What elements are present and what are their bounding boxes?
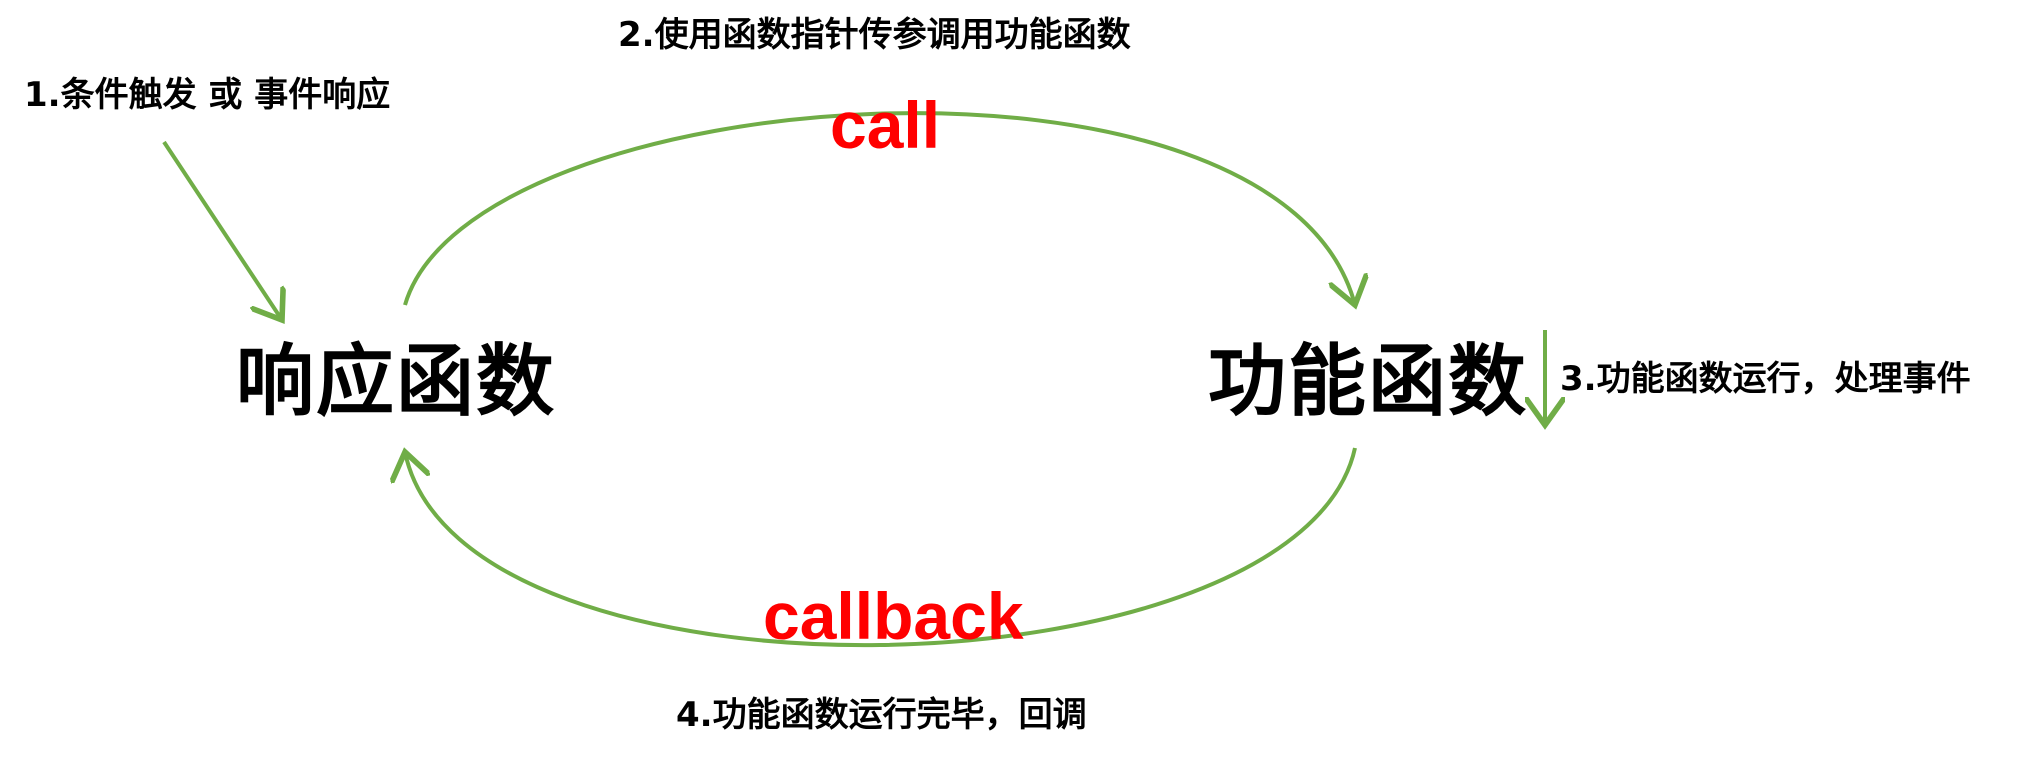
step-callback-label: 4.功能函数运行完毕，回调 <box>676 695 1087 735</box>
callback-arc <box>405 448 1357 647</box>
step-trigger-label: 1.条件触发 或 事件响应 <box>24 75 391 115</box>
call-arc <box>403 111 1355 305</box>
callback-keyword: callback <box>763 579 1024 653</box>
trigger-arrow <box>162 140 282 320</box>
step-call-label: 2.使用函数指针传参调用功能函数 <box>618 15 1131 55</box>
function-node: 功能函数 <box>1208 337 1529 427</box>
call-keyword: call <box>830 88 941 162</box>
step-process-label: 3.功能函数运行，处理事件 <box>1560 359 1971 399</box>
response-function-node: 响应函数 <box>236 337 557 427</box>
